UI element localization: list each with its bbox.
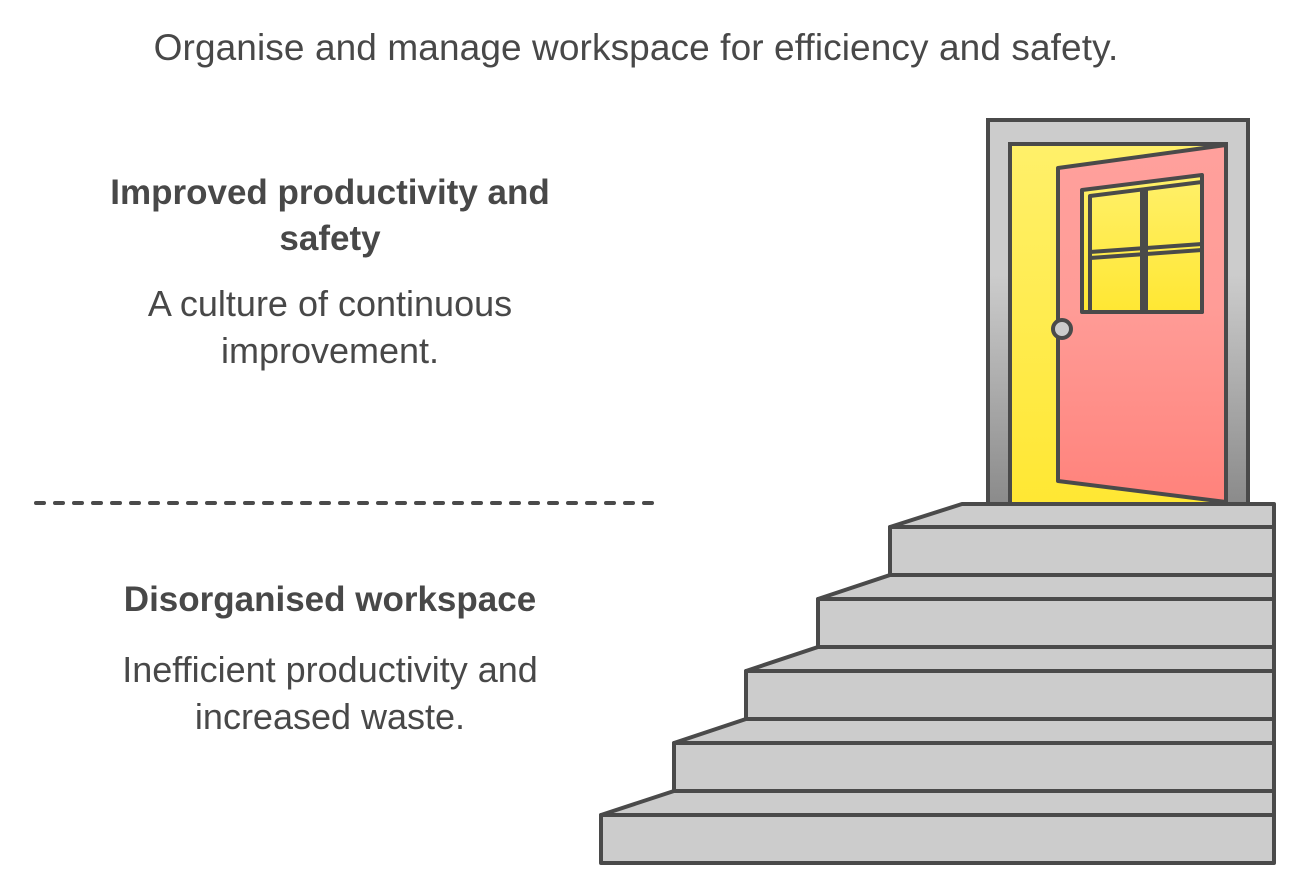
bottom-level-block: Disorganised workspace Inefficient produ… (60, 577, 600, 740)
stair-step-1-face (888, 525, 1276, 577)
stair-step-3-face (744, 669, 1276, 721)
diagram-title: Organise and manage workspace for effici… (153, 27, 1119, 68)
top-heading-line-1: Improved productivity and (110, 173, 550, 212)
stair-step-2 (816, 573, 1276, 601)
top-level-description: A culture of continuous improvement. (60, 280, 600, 374)
bottom-level-description: Inefficient productivity and increased w… (60, 646, 600, 740)
stair-step-5 (599, 789, 1276, 817)
stair-step-2-face (816, 597, 1276, 649)
stair-step-5-face (599, 813, 1276, 865)
stair-step-4-face (672, 741, 1276, 793)
bottom-level-heading: Disorganised workspace (60, 577, 600, 623)
top-heading-line-2: safety (279, 219, 381, 258)
stair-step-4 (672, 717, 1276, 745)
top-desc-line-1: A culture of continuous (147, 283, 513, 324)
door-window-icon (1080, 173, 1204, 314)
stair-step-3 (744, 645, 1276, 673)
top-level-heading: Improved productivity and safety (60, 170, 600, 262)
top-desc-line-2: improvement. (220, 330, 440, 371)
bottom-desc-line-1: Inefficient productivity and (122, 649, 538, 690)
bottom-desc-line-2: increased waste. (194, 696, 466, 737)
bottom-heading-line-1: Disorganised workspace (123, 580, 537, 619)
level-divider-dashed-line (34, 501, 654, 505)
staircase-icon (599, 502, 1276, 865)
stair-step-1 (888, 502, 1276, 529)
open-door-icon (1051, 143, 1228, 504)
top-level-block: Improved productivity and safety A cultu… (60, 170, 600, 374)
door-knob-icon (1051, 318, 1073, 340)
